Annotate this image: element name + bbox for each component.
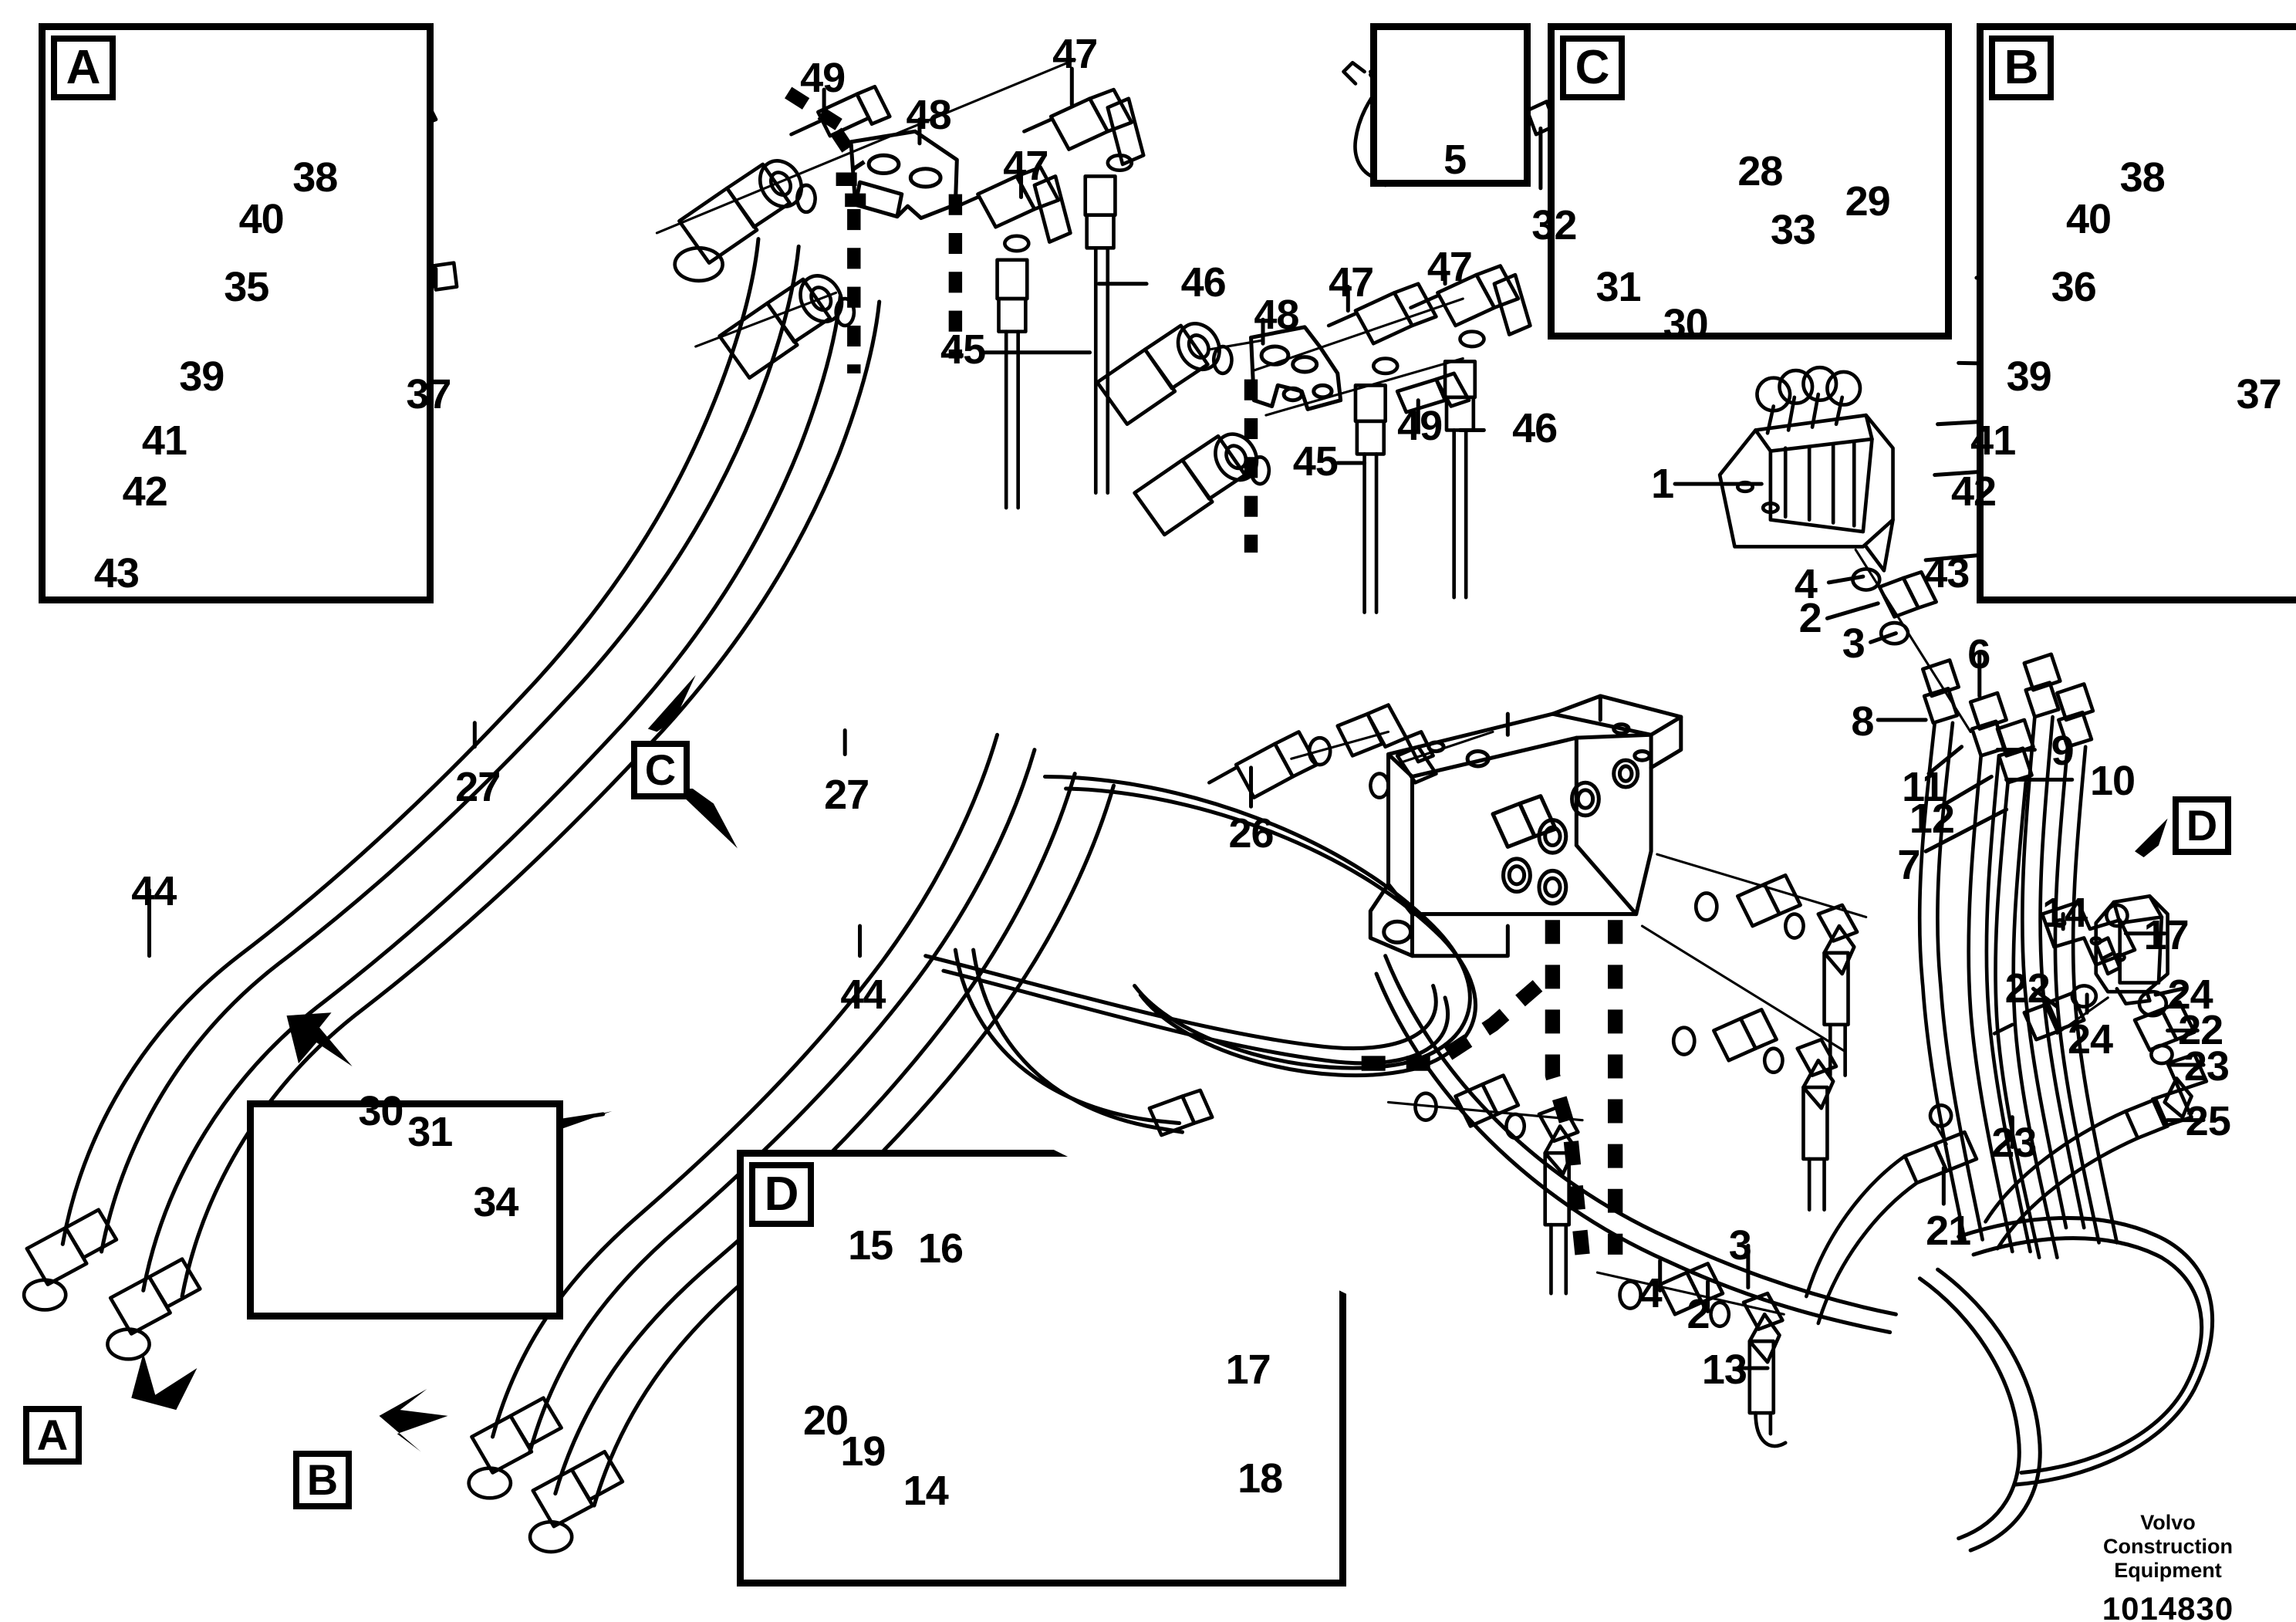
callout-number: 23 (2183, 1042, 2230, 1090)
callout-number: 38 (292, 154, 338, 201)
callout-number: 17 (1225, 1346, 1271, 1393)
callout-number: 31 (1595, 263, 1641, 310)
callout-number: 48 (1254, 292, 1299, 339)
callout-number: 37 (406, 370, 451, 417)
detail-tag-b: B (1989, 35, 2054, 100)
callout-number: 2 (1687, 1291, 1710, 1338)
callout-number: 36 (2051, 263, 2097, 310)
callout-number: 25 (2185, 1098, 2231, 1145)
callout-number: 47 (1052, 30, 1098, 77)
callout-number: 16 (918, 1225, 964, 1272)
callout-number: 34 (473, 1179, 518, 1225)
brand-line-2: Equipment (2114, 1559, 2222, 1583)
callout-number: 20 (803, 1397, 849, 1444)
callout-number: 22 (2004, 965, 2051, 1012)
detail-box-clamp-inset (247, 1100, 563, 1320)
callout-number: 27 (824, 771, 869, 818)
callout-number: 40 (2066, 196, 2112, 243)
callout-number: 44 (840, 971, 886, 1018)
section-marker-a: A (23, 1406, 82, 1465)
callout-number: 9 (2051, 728, 2075, 775)
callout-number: 3 (1728, 1222, 1752, 1269)
callout-number: 43 (93, 550, 140, 597)
callout-number: 14 (2042, 889, 2088, 936)
callout-number: 45 (1292, 438, 1339, 485)
callout-number: 27 (455, 763, 501, 810)
brand-line-1: Volvo Construction (2103, 1511, 2233, 1559)
callout-number: 21 (1926, 1207, 1971, 1254)
callout-number: 49 (800, 54, 846, 101)
callout-number: 32 (1531, 202, 1577, 249)
callout-number: 12 (1909, 795, 1955, 842)
callout-number: 47 (1003, 142, 1048, 189)
callout-number: 18 (1237, 1455, 1283, 1502)
footer-block: Volvo Construction Equipment 1014830 (2075, 1511, 2261, 1622)
callout-number: 39 (179, 353, 225, 400)
detail-tag-c: C (1560, 35, 1625, 100)
callout-number: 7 (1897, 841, 1920, 888)
callout-number: 30 (1663, 300, 1709, 347)
callout-number: 37 (2236, 370, 2282, 417)
section-marker-b: B (293, 1451, 352, 1509)
detail-box-a (39, 23, 434, 603)
callout-number: 44 (131, 868, 177, 915)
callout-number: 49 (1397, 402, 1443, 449)
callout-number: 47 (1427, 244, 1473, 291)
callout-number: 10 (2089, 758, 2136, 805)
callout-number: 31 (407, 1109, 453, 1156)
callout-number: 29 (1845, 178, 1891, 225)
callout-number: 43 (1924, 550, 1970, 597)
callout-number: 22 (2178, 1007, 2223, 1054)
callout-number: 24 (2167, 971, 2213, 1018)
callout-number: 48 (906, 91, 952, 138)
callout-number: 1 (1651, 461, 1674, 508)
detail-box-cable-tie (1370, 23, 1531, 187)
callout-number: 4 (1639, 1270, 1663, 1317)
callout-number: 23 (1991, 1119, 2037, 1166)
callout-number: 42 (1951, 468, 1997, 515)
callout-number: 24 (2067, 1016, 2113, 1063)
callout-number: 3 (1842, 620, 1866, 667)
callout-number: 28 (1737, 148, 1783, 195)
section-marker-c: C (631, 741, 690, 799)
callout-number: 4 (1794, 560, 1818, 607)
detail-box-b (1977, 23, 2296, 603)
part-number: 1014830 (2102, 1590, 2234, 1622)
callout-number: 33 (1770, 206, 1816, 253)
callout-number: 8 (1851, 698, 1874, 745)
callout-number: 46 (1180, 259, 1227, 306)
callout-number: 45 (940, 326, 986, 373)
callout-number: 46 (1512, 405, 1558, 452)
callout-number: 19 (840, 1428, 886, 1475)
callout-number: 38 (2119, 154, 2166, 201)
callout-number: 14 (903, 1467, 949, 1514)
callout-number: 41 (141, 417, 187, 464)
callout-number: 6 (1967, 630, 1990, 678)
callout-number: 15 (848, 1222, 893, 1269)
callout-number: 17 (2143, 911, 2190, 958)
callout-number: 35 (224, 263, 269, 310)
callout-number: 41 (1970, 417, 2016, 464)
detail-tag-d: D (749, 1162, 814, 1227)
callout-number: 30 (358, 1087, 403, 1134)
callout-number: 42 (122, 468, 168, 515)
callout-number: 26 (1228, 809, 1274, 857)
callout-number: 2 (1798, 595, 1822, 642)
section-marker-d: D (2173, 796, 2231, 855)
callout-number: 47 (1329, 259, 1374, 306)
callout-number: 5 (1443, 137, 1467, 183)
callout-number: 40 (238, 196, 285, 243)
callout-number: 13 (1701, 1346, 1747, 1393)
callout-number: 11 (1902, 763, 1945, 810)
detail-tag-a: A (51, 35, 116, 100)
callout-number: 39 (2006, 353, 2052, 400)
